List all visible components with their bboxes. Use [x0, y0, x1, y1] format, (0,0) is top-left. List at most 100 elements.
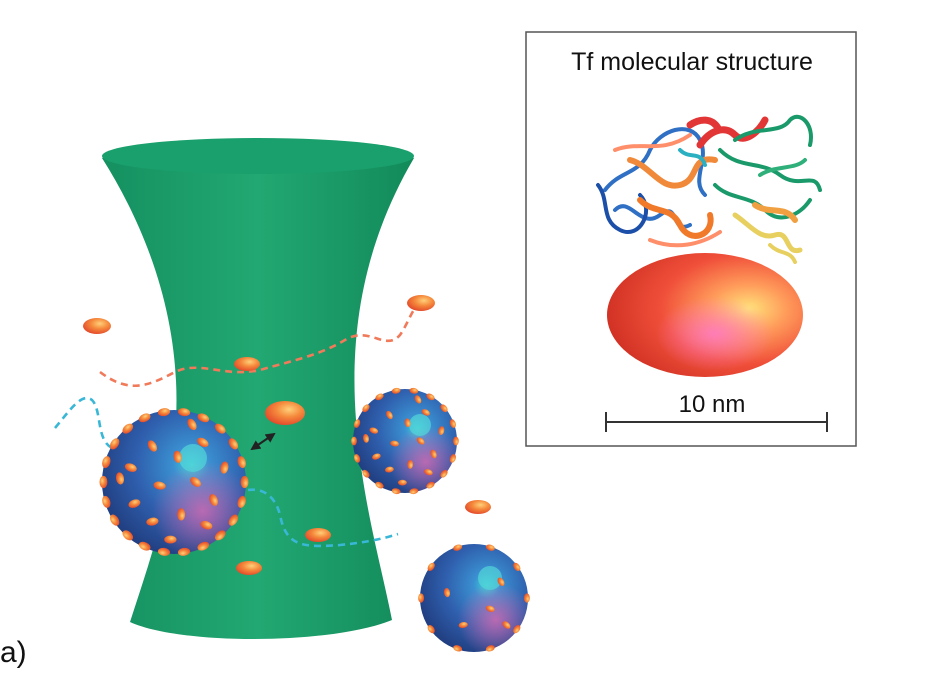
bound-protein — [409, 488, 419, 495]
protein — [265, 401, 305, 425]
bound-protein — [407, 459, 414, 469]
protein — [407, 295, 435, 311]
bound-protein — [440, 469, 448, 478]
bound-protein — [421, 409, 430, 416]
bound-protein — [197, 541, 210, 551]
bound-protein — [177, 508, 186, 521]
protein — [236, 561, 262, 575]
bound-protein — [115, 472, 125, 485]
bound-protein — [453, 544, 463, 551]
bound-protein — [485, 544, 495, 551]
bound-protein — [416, 437, 425, 445]
bound-protein — [449, 419, 456, 428]
bound-protein — [513, 625, 521, 634]
bound-protein — [354, 454, 361, 463]
bound-protein — [414, 395, 422, 404]
bound-protein — [157, 408, 171, 417]
bound-protein — [109, 514, 120, 526]
tf-ribbon-structure — [596, 114, 822, 264]
bound-protein — [497, 577, 505, 587]
bound-protein — [209, 494, 218, 506]
bound-protein — [157, 547, 171, 556]
bound-protein — [173, 450, 182, 463]
bound-protein — [228, 438, 239, 450]
bound-protein — [128, 499, 141, 508]
bound-protein — [409, 387, 419, 394]
bound-protein — [164, 535, 177, 544]
bound-protein — [147, 440, 157, 452]
protein — [305, 528, 331, 542]
bound-protein — [427, 625, 435, 634]
bound-protein — [99, 475, 108, 489]
bound-protein — [426, 393, 435, 401]
bound-protein — [197, 437, 209, 447]
bound-protein — [362, 469, 370, 478]
bound-protein — [122, 530, 134, 541]
bound-protein — [214, 423, 226, 434]
bound-protein — [214, 530, 226, 541]
bound-protein — [138, 541, 151, 551]
bound-protein — [220, 461, 229, 474]
double-headed-arrow-icon — [250, 432, 276, 451]
bound-protein — [372, 453, 381, 460]
scale-bar: 10 nm — [605, 391, 828, 432]
bound-protein — [397, 479, 407, 486]
bound-protein — [197, 413, 210, 423]
bound-protein — [390, 440, 399, 447]
inset-panel: Tf molecular structure — [525, 31, 857, 447]
protein — [234, 357, 260, 371]
nanoparticle-large — [99, 408, 249, 556]
bound-protein — [190, 477, 201, 487]
bound-protein — [200, 520, 213, 530]
bound-protein — [443, 588, 451, 598]
bound-protein — [177, 547, 191, 556]
bound-protein — [440, 404, 448, 413]
nanoparticle-small — [418, 544, 530, 652]
bound-protein — [391, 387, 401, 394]
bound-protein — [369, 427, 379, 434]
bound-protein — [177, 408, 191, 417]
bound-protein — [102, 456, 111, 469]
bound-protein — [523, 593, 530, 603]
panel-label: a) — [0, 636, 27, 669]
bound-protein — [363, 434, 369, 443]
bound-protein — [513, 562, 521, 571]
bound-protein — [427, 562, 435, 571]
bound-protein — [485, 605, 495, 613]
bound-protein — [228, 514, 239, 526]
bound-protein — [424, 469, 433, 476]
bound-protein — [458, 621, 468, 629]
bound-protein — [453, 645, 463, 652]
cyan-dashed-trajectory-right — [247, 488, 399, 548]
bound-protein — [430, 449, 437, 459]
bound-protein — [237, 495, 246, 508]
bound-protein — [418, 593, 425, 603]
bound-protein — [354, 419, 361, 428]
bound-protein — [122, 423, 134, 434]
cyan-dashed-trajectory-left — [54, 396, 113, 450]
inset-title: Tf molecular structure — [571, 48, 813, 76]
scale-bar-label: 10 nm — [679, 391, 746, 418]
bound-protein — [375, 393, 384, 401]
bound-protein — [404, 418, 411, 428]
bound-protein — [502, 621, 511, 629]
bound-protein — [102, 495, 111, 508]
protein — [83, 318, 111, 334]
bound-protein — [426, 481, 435, 489]
bound-protein — [146, 517, 159, 526]
bound-protein — [362, 404, 370, 413]
nanoparticle-medium — [351, 387, 459, 495]
free-proteins — [83, 295, 491, 575]
bound-protein — [391, 488, 401, 495]
tf-ellipsoid-model — [607, 253, 803, 377]
bound-protein — [187, 418, 197, 431]
bound-protein — [385, 466, 394, 473]
protein — [465, 500, 491, 514]
bound-protein — [449, 454, 456, 463]
bound-protein — [351, 436, 357, 446]
bound-protein — [438, 426, 445, 435]
bound-protein — [138, 413, 151, 423]
bound-protein — [485, 645, 495, 652]
bound-protein — [109, 438, 120, 450]
